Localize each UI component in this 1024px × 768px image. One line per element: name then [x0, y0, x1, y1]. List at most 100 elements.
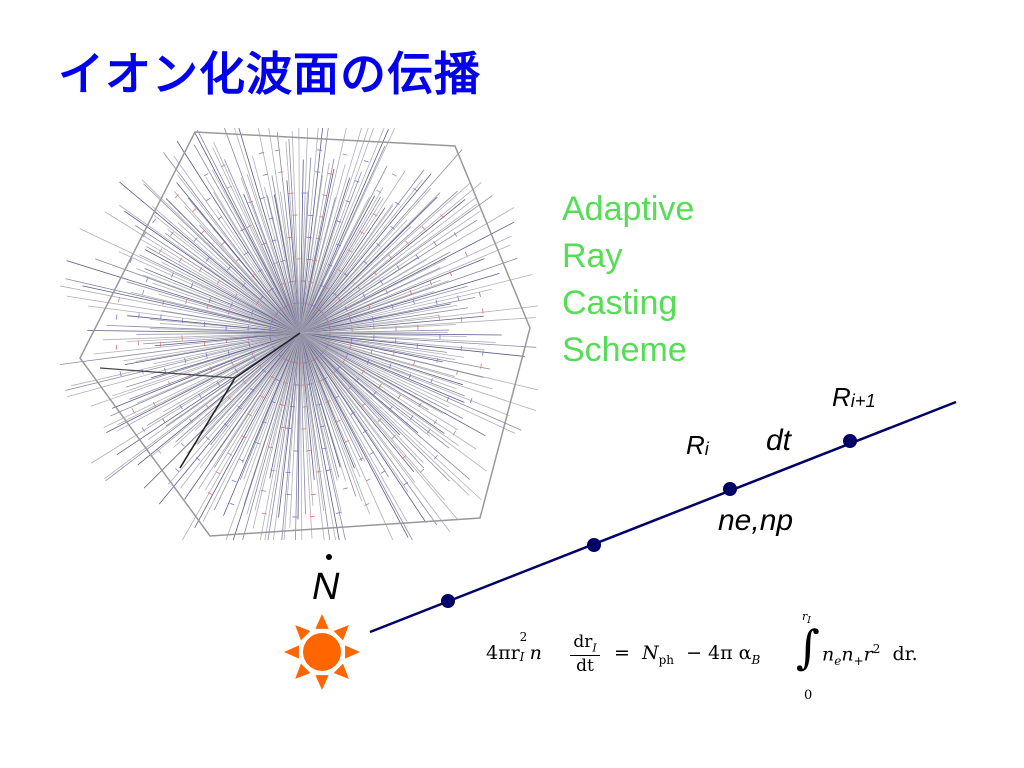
ring-tick — [158, 248, 163, 254]
ray-line-fragment — [299, 332, 537, 411]
ring-tick — [247, 413, 253, 417]
ring-tick — [395, 201, 400, 206]
ring-tick — [433, 241, 437, 246]
ray-line-fragment — [127, 315, 301, 334]
ray-line-fragment — [299, 168, 335, 334]
ray-line-fragment — [299, 173, 432, 334]
ring-tick — [342, 487, 348, 490]
ray-line-fragment — [299, 332, 448, 353]
ray-line-fragment — [152, 282, 301, 334]
ray-line-fragment — [299, 332, 424, 464]
ring-tick — [171, 272, 174, 278]
ring-tick — [225, 338, 228, 344]
ring-tick — [325, 343, 329, 349]
ray-line-fragment — [175, 332, 301, 443]
ring-tick — [327, 173, 333, 175]
ring-tick — [413, 187, 418, 192]
ray-line-fragment — [299, 207, 386, 334]
ray-line-fragment — [176, 140, 301, 334]
ring-tick — [380, 470, 386, 474]
ray-line-fragment — [106, 324, 301, 334]
ray-line-fragment — [299, 171, 362, 334]
ray-line — [369, 400, 957, 634]
ray-line-fragment — [299, 332, 336, 540]
ring-tick — [251, 273, 256, 278]
sun-ray — [295, 663, 311, 679]
ring-tick — [348, 385, 353, 390]
ring-tick — [209, 366, 213, 372]
ray-line-fragment — [299, 128, 347, 334]
ray-line-fragment — [167, 332, 301, 485]
ray-line-fragment — [299, 332, 537, 348]
ring-tick — [322, 313, 327, 318]
ray-line-fragment — [299, 332, 408, 522]
sun-ray — [295, 625, 311, 641]
ray-line-fragment — [205, 176, 301, 334]
ring-tick — [316, 237, 322, 240]
ring-tick — [366, 359, 370, 365]
ring-tick — [405, 240, 410, 246]
ray-line-fragment — [129, 332, 301, 400]
ray-line-fragment — [299, 272, 500, 334]
ray-line-fragment — [299, 332, 444, 415]
ray-line-fragment — [153, 214, 301, 334]
ring-tick — [236, 257, 241, 262]
ray-line-fragment — [299, 128, 324, 334]
cell-edge-dark-2 — [99, 367, 236, 379]
ring-tick — [131, 407, 135, 413]
ray-line-fragment — [299, 332, 450, 482]
ring-tick — [262, 368, 267, 373]
ring-tick — [391, 304, 394, 310]
ring-tick — [344, 306, 348, 312]
ring-tick — [205, 257, 210, 262]
ring-tick — [261, 242, 267, 246]
ray-line-fragment — [216, 209, 301, 334]
ring-tick — [336, 243, 342, 247]
ray-node — [587, 538, 601, 552]
ray-line-fragment — [299, 332, 502, 336]
ray-line-fragment — [299, 332, 346, 540]
ring-tick — [412, 299, 415, 305]
ray-line-fragment — [299, 332, 487, 472]
ray-line-fragment — [299, 307, 468, 334]
ring-tick — [179, 404, 183, 410]
ray-line-fragment — [103, 332, 301, 428]
ring-tick — [302, 406, 308, 408]
ring-tick — [217, 216, 223, 220]
ring-tick — [419, 468, 425, 473]
ray-line-fragment — [116, 332, 301, 432]
ray-line-fragment — [299, 162, 330, 334]
ring-tick — [255, 300, 260, 306]
ring-tick — [326, 469, 332, 471]
ring-tick — [469, 398, 473, 404]
ray-line-fragment — [299, 305, 538, 334]
ray-line-fragment — [299, 332, 484, 378]
ray-line-fragment — [144, 268, 301, 334]
caption-line: Scheme — [562, 331, 687, 369]
ring-tick — [418, 402, 422, 408]
ring-tick — [349, 317, 352, 323]
ring-tick — [269, 335, 272, 341]
ray-line-fragment — [202, 332, 301, 523]
ring-tick — [390, 225, 395, 230]
ring-tick — [351, 326, 353, 332]
ray-line-fragment — [136, 268, 301, 334]
ray-line-fragment — [299, 129, 389, 334]
ring-tick — [250, 350, 254, 356]
ray-line-fragment — [299, 332, 449, 408]
ring-tick — [241, 435, 247, 439]
ray-line-fragment — [299, 332, 341, 468]
ring-tick — [152, 401, 156, 407]
ring-tick — [275, 311, 280, 316]
ring-tick — [335, 512, 341, 514]
ray-line-fragment — [299, 235, 512, 334]
ring-tick — [243, 251, 249, 256]
ray-line-fragment — [299, 332, 516, 434]
ring-tick — [271, 318, 274, 324]
ring-tick — [185, 299, 188, 305]
ray-line-fragment — [299, 244, 511, 334]
ray-line-fragment — [299, 128, 319, 334]
ring-tick — [312, 357, 318, 361]
ring-tick — [392, 173, 397, 177]
ring-tick — [227, 452, 233, 456]
